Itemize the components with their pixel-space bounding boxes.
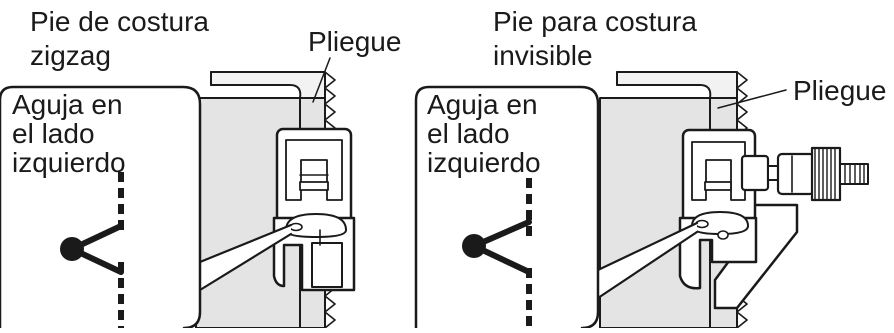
right-needle-label-line2: el lado bbox=[427, 118, 510, 149]
right-needle-label-line1: Aguja en bbox=[427, 89, 538, 120]
blind-stitch-presser-foot bbox=[678, 128, 869, 310]
left-title-line2: zigzag bbox=[30, 40, 111, 71]
right-title-line2: invisible bbox=[493, 40, 593, 71]
left-needle-label-line2: el lado bbox=[12, 118, 95, 149]
left-panel bbox=[0, 57, 356, 330]
left-needle-label-line3: izquierdo bbox=[12, 147, 126, 178]
left-fold-leader bbox=[312, 57, 331, 103]
left-needle-label-line1: Aguja en bbox=[12, 89, 123, 120]
right-needle-position-marker bbox=[462, 178, 532, 328]
right-fold-leader bbox=[717, 89, 787, 109]
right-needle-label-line3: izquierdo bbox=[427, 147, 541, 178]
left-magnifier-callout bbox=[0, 85, 293, 330]
left-needle-position-marker bbox=[60, 172, 124, 328]
left-fold-label: Pliegue bbox=[308, 26, 402, 57]
right-fold-label: Pliegue bbox=[793, 75, 887, 106]
right-panel bbox=[414, 71, 869, 330]
left-title-line1: Pie de costura bbox=[30, 6, 209, 37]
right-title-line1: Pie para costura bbox=[493, 6, 697, 37]
zigzag-presser-foot bbox=[272, 127, 356, 292]
right-magnifier-callout bbox=[414, 85, 699, 330]
